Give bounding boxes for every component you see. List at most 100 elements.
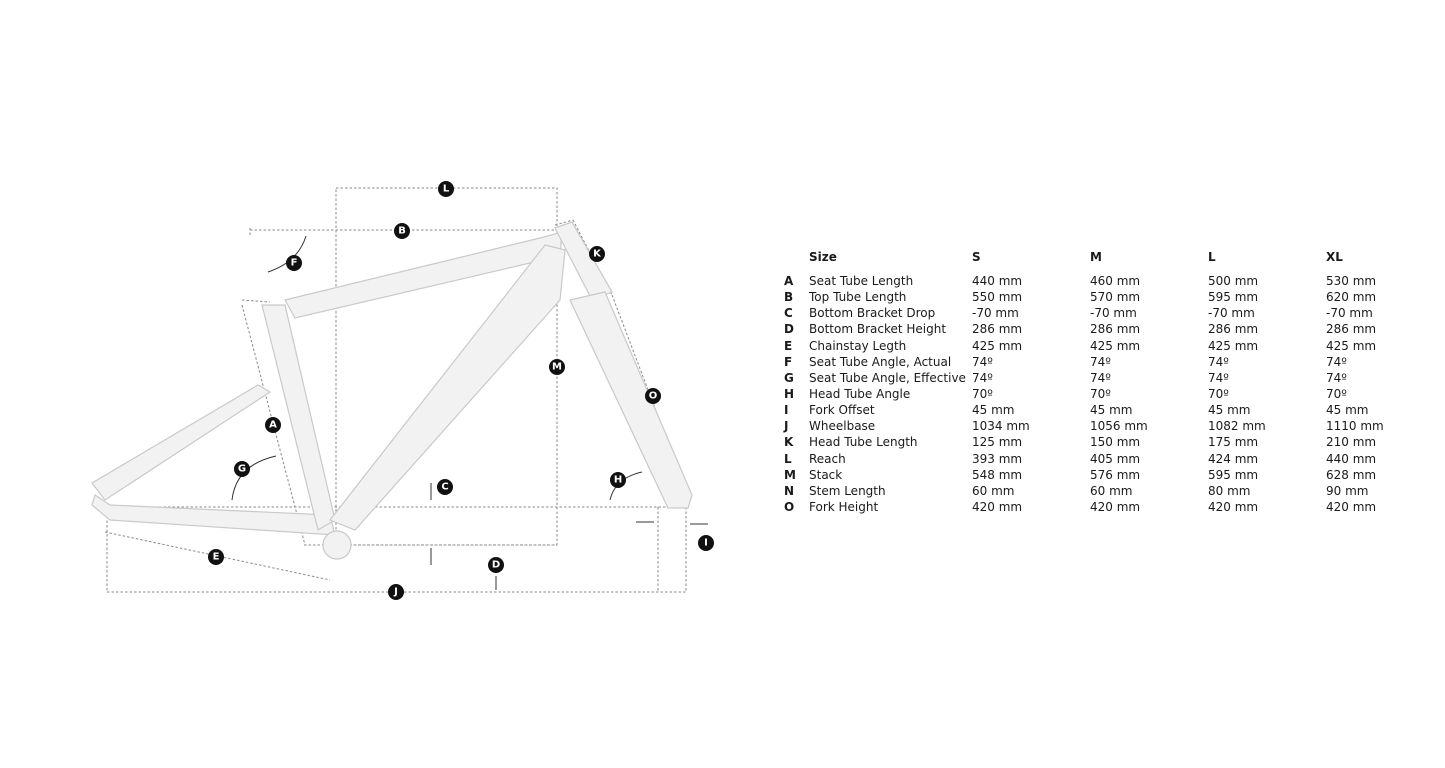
value-m: 150 mm bbox=[1090, 435, 1141, 450]
value-s: 440 mm bbox=[972, 274, 1023, 289]
marker-letter: M bbox=[552, 362, 562, 373]
fork bbox=[569, 291, 693, 509]
head-tube bbox=[554, 221, 613, 301]
row-label: Bottom Bracket Drop bbox=[809, 306, 936, 321]
value-m: 405 mm bbox=[1090, 451, 1141, 466]
value-m: -70 mm bbox=[1090, 306, 1137, 321]
value-l: 425 mm bbox=[1208, 338, 1259, 353]
row-letter: N bbox=[784, 483, 795, 498]
marker-h: H bbox=[610, 472, 626, 488]
size-s-header: S bbox=[972, 250, 981, 264]
value-l: 45 mm bbox=[1208, 403, 1251, 418]
row-letter: E bbox=[784, 338, 793, 353]
marker-c: C bbox=[437, 479, 453, 495]
marker-letter: L bbox=[443, 184, 450, 195]
value-s: 548 mm bbox=[972, 467, 1023, 482]
row-label: Reach bbox=[809, 451, 846, 466]
marker-circle bbox=[208, 549, 224, 565]
marker-o: O bbox=[645, 388, 661, 404]
value-l: 80 mm bbox=[1208, 483, 1251, 498]
value-s: 74º bbox=[972, 354, 993, 369]
row-label: Fork Height bbox=[809, 500, 879, 515]
marker-circle bbox=[437, 479, 453, 495]
marker-letter: A bbox=[269, 420, 277, 431]
value-l: 595 mm bbox=[1208, 290, 1259, 305]
row-label: Head Tube Length bbox=[809, 435, 918, 450]
marker-letter: F bbox=[291, 258, 298, 269]
value-l: 1082 mm bbox=[1208, 419, 1266, 434]
value-l: 424 mm bbox=[1208, 451, 1259, 466]
row-letter: I bbox=[784, 403, 789, 418]
value-xl: 440 mm bbox=[1326, 451, 1377, 466]
marker-k: K bbox=[589, 246, 605, 262]
value-xl: 74º bbox=[1326, 354, 1347, 369]
marker-letter: K bbox=[593, 249, 602, 260]
row-label: Stem Length bbox=[809, 483, 886, 498]
row-letter: M bbox=[784, 467, 796, 482]
row-label: Stack bbox=[809, 467, 843, 482]
marker-a: A bbox=[265, 417, 281, 433]
marker-letter: C bbox=[441, 482, 448, 493]
marker-circle bbox=[698, 535, 714, 551]
row-label: Fork Offset bbox=[809, 403, 875, 418]
row-letter: K bbox=[784, 435, 794, 450]
down-tube bbox=[329, 244, 566, 531]
value-xl: 420 mm bbox=[1326, 500, 1377, 515]
marker-circle bbox=[488, 557, 504, 573]
value-l: 500 mm bbox=[1208, 274, 1259, 289]
row-letter: H bbox=[784, 387, 795, 402]
value-s: 286 mm bbox=[972, 322, 1023, 337]
value-xl: 530 mm bbox=[1326, 274, 1377, 289]
value-s: 45 mm bbox=[972, 403, 1015, 418]
marker-l: L bbox=[438, 181, 454, 197]
value-s: 420 mm bbox=[972, 500, 1023, 515]
row-label: Seat Tube Length bbox=[809, 274, 914, 289]
value-s: 1034 mm bbox=[972, 419, 1030, 434]
marker-circle bbox=[286, 255, 302, 271]
value-xl: 286 mm bbox=[1326, 322, 1377, 337]
row-letter: J bbox=[784, 419, 789, 434]
marker-letter: H bbox=[614, 475, 622, 486]
value-m: 60 mm bbox=[1090, 483, 1133, 498]
row-letter: A bbox=[784, 274, 794, 289]
marker-circle bbox=[610, 472, 626, 488]
bike-frame bbox=[91, 221, 693, 560]
table-header-row: Size S M L XL bbox=[784, 249, 1432, 273]
marker-i: I bbox=[698, 535, 714, 551]
marker-letter: G bbox=[238, 464, 246, 475]
marker-letter: B bbox=[398, 226, 406, 237]
value-m: 570 mm bbox=[1090, 290, 1141, 305]
marker-e: E bbox=[208, 549, 224, 565]
value-m: 576 mm bbox=[1090, 467, 1141, 482]
value-xl: 620 mm bbox=[1326, 290, 1377, 305]
value-s: 60 mm bbox=[972, 483, 1015, 498]
value-m: 425 mm bbox=[1090, 338, 1141, 353]
marker-g: G bbox=[234, 461, 250, 477]
value-xl: 1110 mm bbox=[1326, 419, 1384, 434]
row-label: Head Tube Angle bbox=[809, 387, 911, 402]
value-m: 420 mm bbox=[1090, 500, 1141, 515]
value-m: 74º bbox=[1090, 370, 1111, 385]
value-m: 286 mm bbox=[1090, 322, 1141, 337]
row-letter: G bbox=[784, 370, 794, 385]
size-header: Size bbox=[809, 250, 837, 264]
value-l: 74º bbox=[1208, 354, 1229, 369]
row-label: Seat Tube Angle, Effective bbox=[809, 370, 966, 385]
value-s: 393 mm bbox=[972, 451, 1023, 466]
value-s: 125 mm bbox=[972, 435, 1023, 450]
value-s: 74º bbox=[972, 370, 993, 385]
value-xl: 628 mm bbox=[1326, 467, 1377, 482]
value-xl: 425 mm bbox=[1326, 338, 1377, 353]
row-letter: D bbox=[784, 322, 794, 337]
marker-m: M bbox=[549, 359, 565, 375]
value-l: 70º bbox=[1208, 387, 1229, 402]
